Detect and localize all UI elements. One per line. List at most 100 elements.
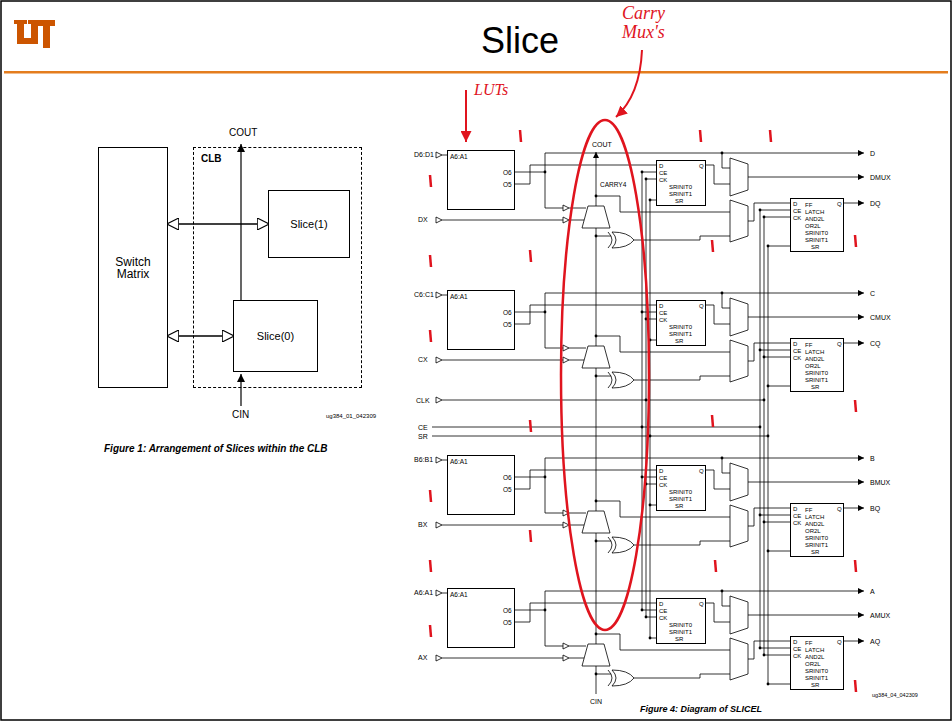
pin-name: A bbox=[870, 588, 875, 595]
xor-gate bbox=[608, 372, 612, 388]
input-buffer bbox=[436, 217, 442, 223]
wire bbox=[748, 343, 790, 361]
clk-bus bbox=[646, 179, 647, 617]
carry-mux bbox=[582, 511, 610, 533]
pin-name: Q bbox=[699, 468, 704, 474]
pin-name: A6:A1 bbox=[450, 459, 468, 466]
wire bbox=[760, 648, 790, 649]
wire bbox=[545, 293, 864, 294]
annotation-arrow bbox=[465, 90, 467, 142]
pin-name: AQ bbox=[870, 638, 880, 645]
pin-name: SRINIT1 bbox=[669, 331, 692, 337]
pin-name: D bbox=[659, 163, 663, 169]
wire bbox=[844, 508, 864, 509]
pin-name: SR bbox=[675, 198, 683, 204]
pin-name: CLK bbox=[416, 397, 430, 404]
pin-name: B6:B1 bbox=[414, 456, 433, 463]
annotation-ellipse bbox=[561, 120, 649, 630]
switch-matrix-box: Switch Matrix bbox=[98, 147, 168, 388]
pin-name: Q bbox=[837, 341, 842, 347]
flip-flop-box: DCECKSRINIT0SRINIT1SRQ bbox=[656, 300, 706, 346]
wire bbox=[642, 477, 656, 478]
pin-name: BQ bbox=[870, 505, 880, 512]
input-buffer bbox=[563, 205, 569, 211]
wire bbox=[515, 470, 656, 489]
pin-name: Q bbox=[837, 506, 842, 512]
pin-name: BX bbox=[418, 521, 427, 528]
output-mux bbox=[730, 158, 748, 196]
xor-gate bbox=[608, 232, 612, 248]
pin-name: D bbox=[793, 341, 797, 347]
wire bbox=[748, 615, 864, 616]
wire bbox=[442, 360, 563, 361]
annotation-tick bbox=[770, 130, 771, 142]
wire bbox=[642, 172, 656, 173]
slide-title: Slice bbox=[420, 22, 620, 60]
pin-name: BMUX bbox=[870, 479, 890, 486]
wire bbox=[596, 376, 611, 377]
wire bbox=[706, 603, 730, 622]
input-buffer bbox=[436, 152, 442, 158]
annotation-tick bbox=[855, 400, 856, 412]
wire bbox=[442, 658, 563, 659]
input-buffer bbox=[563, 643, 569, 649]
input-buffer bbox=[563, 345, 569, 351]
pin-name: D bbox=[870, 150, 875, 157]
pin-name: O5 bbox=[503, 487, 512, 494]
input-buffer bbox=[436, 397, 442, 403]
annotation-tick bbox=[700, 130, 701, 142]
lut-box: A6:A1O6O5 bbox=[447, 150, 515, 210]
pin-name: O6 bbox=[503, 310, 512, 317]
output-mux bbox=[730, 340, 748, 382]
pin-name: CQ bbox=[870, 340, 881, 347]
junction-dot bbox=[721, 590, 724, 593]
annotation-tick bbox=[530, 250, 531, 262]
pin-name: CE bbox=[793, 208, 801, 214]
wire bbox=[569, 525, 584, 526]
pin-name: SRINIT1 bbox=[669, 191, 692, 197]
title-rule bbox=[4, 71, 948, 74]
junction-dot bbox=[763, 399, 766, 402]
output-mux bbox=[730, 505, 748, 547]
sr-bus bbox=[768, 246, 769, 684]
input-buffer bbox=[436, 357, 442, 363]
wire bbox=[545, 153, 864, 154]
pin-name: SRINIT1 bbox=[805, 377, 828, 383]
handwritten-note: LUTs bbox=[474, 82, 508, 99]
pin-name: CX bbox=[418, 356, 428, 363]
pin-name: D bbox=[793, 201, 797, 207]
carry-chain bbox=[596, 666, 597, 694]
clb-region: CLBSlice(1)Slice(0) bbox=[193, 147, 362, 388]
junction-dot bbox=[544, 476, 547, 479]
block-name: CARRY4 bbox=[600, 182, 626, 189]
pin-name: CE bbox=[659, 310, 667, 316]
figure-id: ug384_01_042309 bbox=[326, 413, 376, 419]
carry-chain bbox=[596, 368, 597, 511]
wire bbox=[768, 386, 790, 387]
node-label: Slice(1) bbox=[290, 219, 327, 230]
pin-name: C6:C1 bbox=[414, 291, 434, 298]
ce-bus bbox=[760, 210, 761, 648]
wire bbox=[748, 641, 790, 659]
junction-dot bbox=[641, 426, 644, 429]
wire bbox=[760, 210, 790, 211]
wire bbox=[569, 513, 586, 514]
output-mux bbox=[730, 596, 748, 634]
pin-name: CK bbox=[659, 482, 667, 488]
university-logo bbox=[38, 20, 55, 48]
pin-name: D bbox=[659, 468, 663, 474]
pin-name: LATCH bbox=[805, 514, 824, 520]
bus-arrow bbox=[168, 335, 233, 337]
pin-name: LATCH bbox=[805, 349, 824, 355]
annotation-tick bbox=[712, 415, 713, 427]
xor-gate bbox=[612, 670, 634, 686]
input-buffer bbox=[563, 217, 569, 223]
wire bbox=[768, 551, 790, 552]
pin-name: Q bbox=[837, 639, 842, 645]
wire bbox=[722, 591, 730, 606]
signal-name: COUT bbox=[229, 128, 257, 139]
flip-flop-box: DCECKSRINIT0SRINIT1SRQ bbox=[656, 160, 706, 206]
pin-name: D bbox=[793, 639, 797, 645]
wire bbox=[844, 343, 864, 344]
junction-dot bbox=[721, 152, 724, 155]
